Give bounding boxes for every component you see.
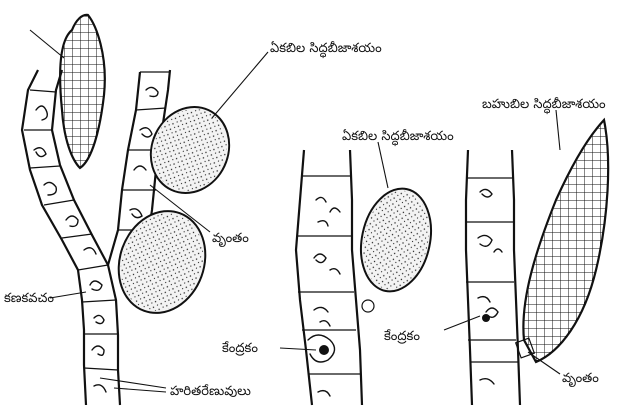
- label-nucleus-1: కేంద్రకం: [222, 341, 258, 356]
- label-plurilocular-sporangium: బహుబిల సిద్ధబీజాశయం: [482, 97, 606, 115]
- right-chloroplasts: [478, 189, 502, 384]
- label-unilocular-sporangium-1: ఏకబిల సిద్ధబీజాశయం: [270, 41, 382, 59]
- leader-nucleus-2: [444, 316, 480, 330]
- leader-plurilocular-right: [556, 110, 560, 150]
- nucleus-middle: [319, 345, 329, 355]
- label-cell-wall: కణకవచం: [4, 291, 54, 306]
- nucleus-right: [482, 314, 490, 322]
- label-unilocular-sporangium-2: ఏకబిల సిద్ధబీజాశయం: [342, 129, 454, 147]
- figure-middle: [280, 142, 440, 405]
- label-stalk-2: వృంతం: [562, 371, 599, 388]
- unilocular-sporangium-lower-dots: [107, 201, 216, 322]
- plurilocular-sporangium-left: [60, 15, 105, 168]
- plurilocular-sporangium-right: [523, 120, 608, 362]
- leader-plurilocular-left: [30, 30, 64, 58]
- leader-nucleus-1: [280, 348, 316, 350]
- middle-crosswalls: [298, 176, 360, 374]
- label-chloroplasts: హరితరేణువులు: [170, 384, 251, 399]
- label-stalk-1: వృంతం: [212, 231, 249, 248]
- middle-chloroplasts: [314, 197, 340, 396]
- leader-unilocular-2: [378, 142, 388, 188]
- filament-middle: [296, 150, 362, 405]
- figure-right: [444, 110, 608, 405]
- unilocular-sporangium-middle-dots: [354, 184, 437, 295]
- label-nucleus-2: కేంద్రకం: [384, 329, 420, 344]
- filament-right: [466, 150, 520, 405]
- leader-unilocular-1: [212, 52, 268, 118]
- stalk-cell-middle: [362, 300, 374, 312]
- leader-chloroplasts: [100, 378, 166, 392]
- right-crosswalls: [466, 178, 518, 362]
